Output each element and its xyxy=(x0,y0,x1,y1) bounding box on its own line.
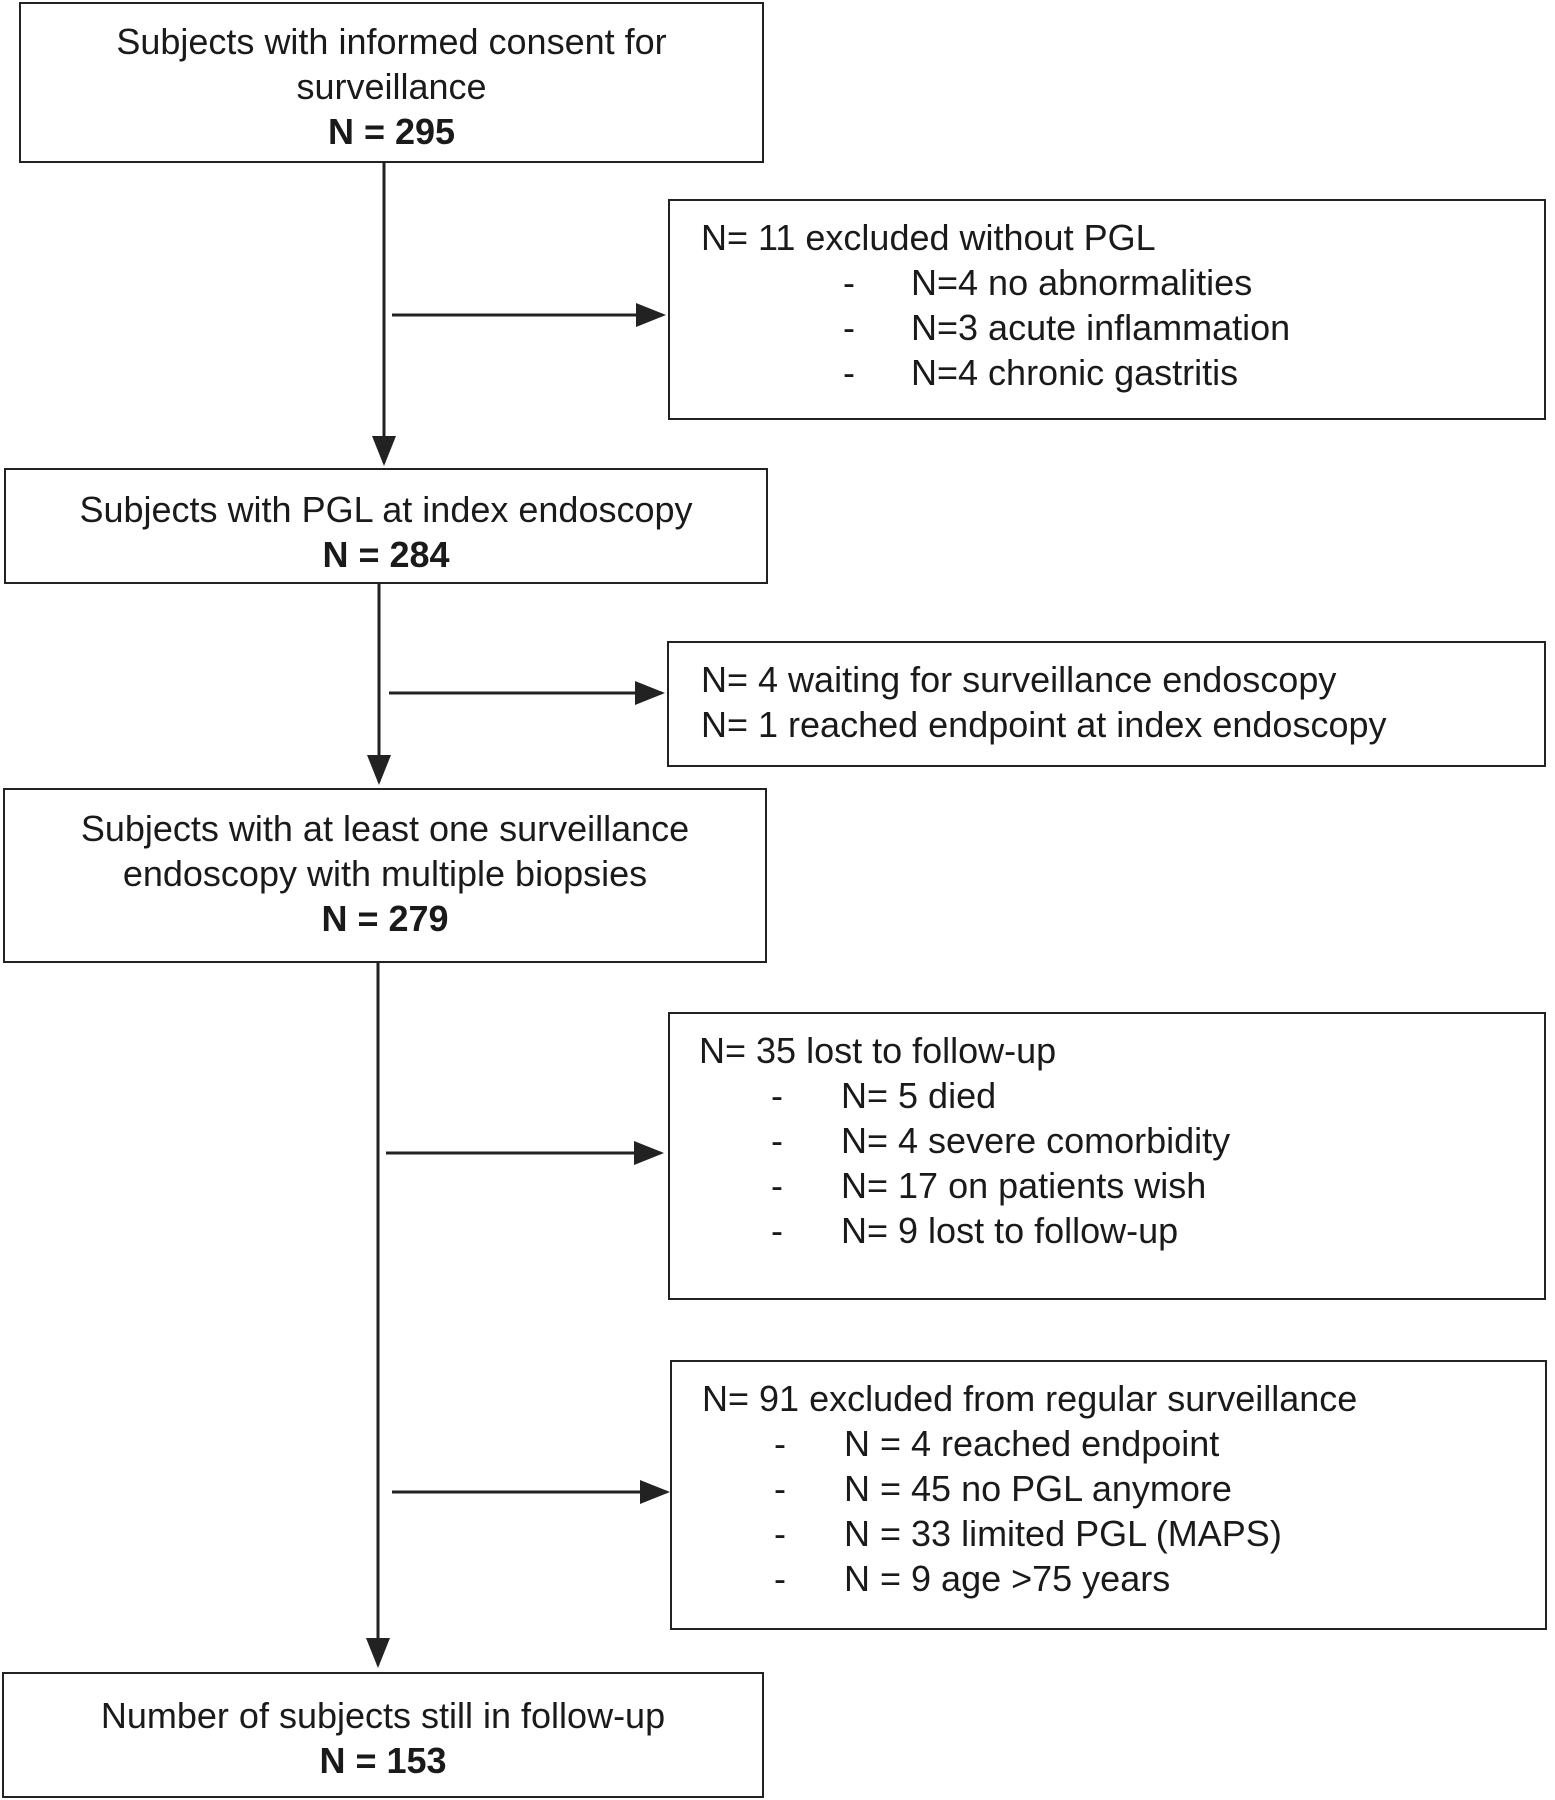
pgl-index-box-line-1: Subjects with PGL at index endoscopy xyxy=(79,489,693,530)
excluded-no-pgl-list: - N=4 no abnormalities - N=3 acute infla… xyxy=(701,260,1544,395)
list-item-text: N= 5 died xyxy=(841,1075,997,1116)
excluded-no-pgl-heading: N= 11 excluded without PGL xyxy=(701,217,1156,258)
list-bullet: - xyxy=(843,262,855,303)
surveillance-box-count: N = 279 xyxy=(321,898,449,939)
lost-to-followup-list: - N= 5 died - N= 4 severe comorbidity - … xyxy=(699,1073,1544,1253)
list-item: - N= 4 severe comorbidity xyxy=(699,1118,1544,1163)
list-bullet: - xyxy=(771,1165,783,1206)
list-bullet: - xyxy=(774,1468,786,1509)
excluded-regular-heading: N= 91 excluded from regular surveillance xyxy=(702,1378,1358,1419)
list-bullet: - xyxy=(771,1120,783,1161)
list-item-text: N = 9 age >75 years xyxy=(844,1558,1171,1599)
list-item: - N = 4 reached endpoint xyxy=(702,1421,1545,1466)
list-item: - N = 33 limited PGL (MAPS) xyxy=(702,1511,1545,1556)
consent-box-line-1: Subjects with informed consent for xyxy=(116,21,667,62)
list-bullet: - xyxy=(843,307,855,348)
waiting-box: N= 4 waiting for surveillance endoscopy … xyxy=(667,641,1546,767)
list-item: - N=3 acute inflammation xyxy=(701,305,1544,350)
list-item-text: N= 4 severe comorbidity xyxy=(841,1120,1231,1161)
list-bullet: - xyxy=(774,1558,786,1599)
waiting-box-line-1: N= 4 waiting for surveillance endoscopy xyxy=(701,659,1337,700)
lost-to-followup-box: N= 35 lost to follow-up - N= 5 died - N=… xyxy=(668,1012,1546,1300)
list-item-text: N=4 chronic gastritis xyxy=(911,352,1239,393)
list-bullet: - xyxy=(843,352,855,393)
list-item-text: N = 33 limited PGL (MAPS) xyxy=(844,1513,1282,1554)
list-item-text: N= 9 lost to follow-up xyxy=(841,1210,1179,1251)
list-bullet: - xyxy=(774,1423,786,1464)
surveillance-box-line-2: endoscopy with multiple biopsies xyxy=(122,853,648,894)
pgl-index-box-count: N = 284 xyxy=(322,534,450,575)
list-item-text: N = 45 no PGL anymore xyxy=(844,1468,1232,1509)
list-item: - N = 9 age >75 years xyxy=(702,1556,1545,1601)
excluded-no-pgl-box: N= 11 excluded without PGL - N=4 no abno… xyxy=(668,199,1546,420)
list-item-text: N = 4 reached endpoint xyxy=(844,1423,1220,1464)
waiting-box-line-2: N= 1 reached endpoint at index endoscopy xyxy=(701,704,1387,745)
excluded-regular-list: - N = 4 reached endpoint - N = 45 no PGL… xyxy=(702,1421,1545,1601)
list-item: - N = 45 no PGL anymore xyxy=(702,1466,1545,1511)
list-item-text: N=4 no abnormalities xyxy=(911,262,1253,303)
pgl-index-box: Subjects with PGL at index endoscopy N =… xyxy=(4,468,768,584)
list-item: - N=4 no abnormalities xyxy=(701,260,1544,305)
followup-box: Number of subjects still in follow-up N … xyxy=(2,1672,764,1798)
list-item-text: N= 17 on patients wish xyxy=(841,1165,1207,1206)
list-item: - N=4 chronic gastritis xyxy=(701,350,1544,395)
list-bullet: - xyxy=(771,1075,783,1116)
consent-box-count: N = 295 xyxy=(327,111,456,152)
list-bullet: - xyxy=(771,1210,783,1251)
surveillance-box: Subjects with at least one surveillance … xyxy=(3,788,767,963)
list-item: - N= 5 died xyxy=(699,1073,1544,1118)
list-item: - N= 9 lost to follow-up xyxy=(699,1208,1544,1253)
list-item: - N= 17 on patients wish xyxy=(699,1163,1544,1208)
surveillance-box-line-1: Subjects with at least one surveillance xyxy=(80,808,690,849)
lost-to-followup-heading: N= 35 lost to follow-up xyxy=(699,1030,1057,1071)
followup-box-count: N = 153 xyxy=(319,1740,447,1781)
excluded-regular-box: N= 91 excluded from regular surveillance… xyxy=(670,1360,1547,1630)
consent-box-line-2: surveillance xyxy=(296,66,487,107)
consent-box: Subjects with informed consent for surve… xyxy=(19,2,764,163)
list-item-text: N=3 acute inflammation xyxy=(911,307,1291,348)
followup-box-line-1: Number of subjects still in follow-up xyxy=(100,1695,666,1736)
list-bullet: - xyxy=(774,1513,786,1554)
